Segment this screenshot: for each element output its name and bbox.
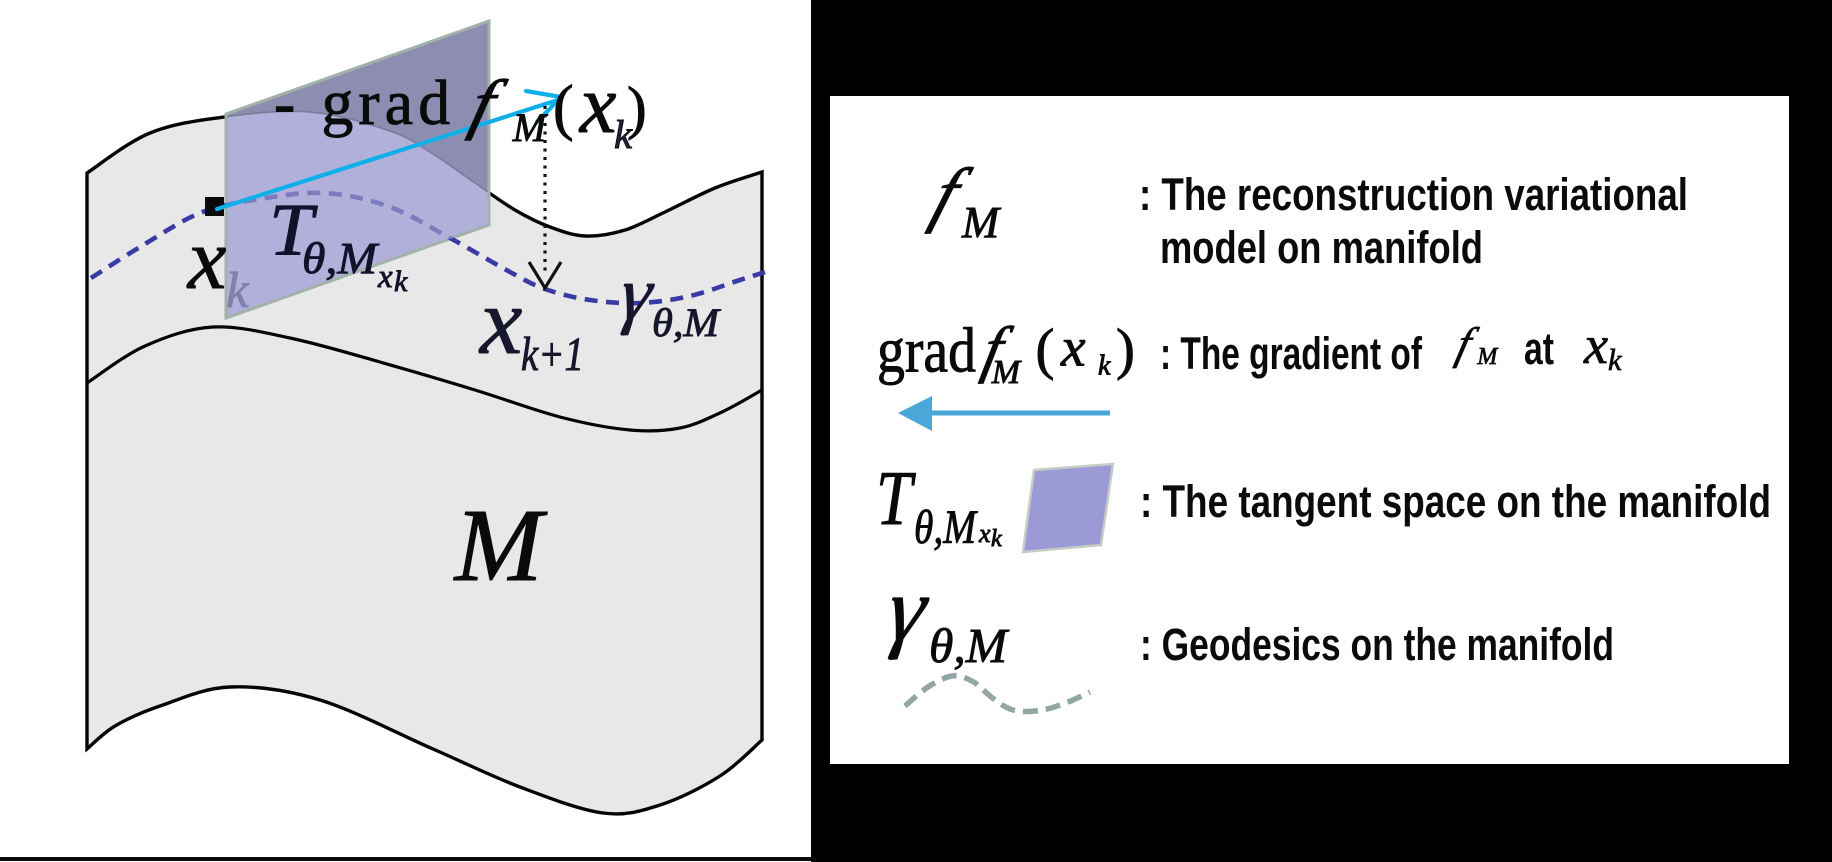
svg-text:x: x	[1583, 315, 1608, 375]
svg-text:- grad: - grad	[274, 67, 450, 138]
svg-text:k: k	[226, 262, 250, 318]
svg-text:k: k	[1098, 351, 1111, 382]
svg-text:): )	[627, 75, 647, 141]
svg-text:(: (	[1036, 318, 1055, 381]
svg-text:: The reconstruction variation: : The reconstruction variational	[1139, 169, 1688, 220]
svg-text:model on manifold: model on manifold	[1160, 222, 1483, 273]
svg-text:M: M	[991, 354, 1022, 391]
svg-text:): )	[1116, 318, 1135, 381]
svg-text:k: k	[394, 265, 408, 298]
svg-text:M: M	[512, 105, 549, 150]
svg-text:x: x	[978, 519, 991, 548]
svg-text:T: T	[876, 455, 916, 541]
svg-text:k+1: k+1	[521, 328, 584, 381]
svg-text:grad: grad	[877, 315, 976, 386]
svg-text:M: M	[961, 197, 1002, 247]
svg-text:x: x	[377, 259, 393, 295]
svg-text:M: M	[453, 489, 549, 603]
svg-text:θ,M: θ,M	[652, 300, 722, 345]
svg-text:x: x	[186, 210, 227, 307]
svg-text:at: at	[1524, 323, 1554, 374]
svg-text:k: k	[991, 526, 1002, 552]
svg-text:k: k	[614, 112, 633, 157]
svg-text:: The tangent space on the man: : The tangent space on the manifold	[1140, 476, 1771, 527]
svg-text:: The gradient of: : The gradient of	[1160, 328, 1423, 379]
svg-text:x: x	[578, 58, 617, 150]
svg-text:: Geodesics on the manifold: : Geodesics on the manifold	[1140, 619, 1614, 670]
svg-text:θ,M: θ,M	[929, 620, 1010, 673]
svg-text:θ,M: θ,M	[914, 501, 978, 554]
svg-text:M: M	[1476, 344, 1499, 370]
svg-text:x: x	[478, 268, 522, 374]
svg-text:x: x	[1060, 317, 1086, 378]
svg-text:(: (	[553, 74, 574, 142]
svg-text:T: T	[269, 190, 318, 272]
svg-text:k: k	[1608, 343, 1622, 377]
svg-text:θ,M: θ,M	[302, 234, 379, 283]
